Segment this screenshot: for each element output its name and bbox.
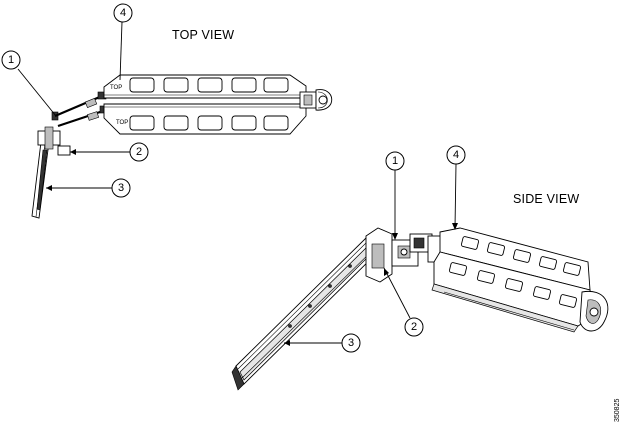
top-view-slide-rail <box>31 141 50 219</box>
side-view-callout-3-number: 3 <box>348 337 354 349</box>
side-view-callout-1: 1 <box>385 151 405 240</box>
top-view-arm-upper: TOP <box>103 74 307 99</box>
side-view-callout-2-number: 2 <box>411 321 417 333</box>
top-view-callout-4: 4 <box>113 3 133 81</box>
top-view-callout-1: 1 <box>1 50 57 117</box>
side-view-arm <box>431 227 595 333</box>
side-view-callout-4-number: 4 <box>453 149 459 161</box>
top-view-callout-3: 3 <box>46 178 131 198</box>
top-view-callout-3-number: 3 <box>118 182 124 194</box>
top-view-arm-lower: TOP <box>103 103 307 135</box>
side-view: SIDE VIEW <box>231 145 609 391</box>
side-view-title: SIDE VIEW <box>513 192 579 206</box>
top-view-callout-2: 2 <box>70 142 149 162</box>
side-view-callout-3: 3 <box>284 333 361 353</box>
top-view-callout-1-number: 1 <box>8 54 14 66</box>
side-view-callout-1-number: 1 <box>392 155 398 167</box>
top-view-hinge-links <box>54 91 109 128</box>
figure-id: 350825 <box>614 399 621 422</box>
top-view-arm-upper-label: TOP <box>110 85 122 91</box>
top-view-callout-4-number: 4 <box>120 7 126 19</box>
side-view-callout-4: 4 <box>446 145 466 230</box>
top-view-callout-2-number: 2 <box>136 146 142 158</box>
top-view-mount-bracket <box>37 111 71 156</box>
top-view: TOP VIEW <box>1 3 333 219</box>
top-view-title: TOP VIEW <box>172 28 234 42</box>
side-view-end-clip <box>579 290 609 332</box>
top-view-end-bracket <box>299 89 333 111</box>
side-view-callout-2: 2 <box>383 267 424 337</box>
side-view-slide-rail <box>231 237 381 391</box>
top-view-arm-lower-label: TOP <box>116 120 128 126</box>
